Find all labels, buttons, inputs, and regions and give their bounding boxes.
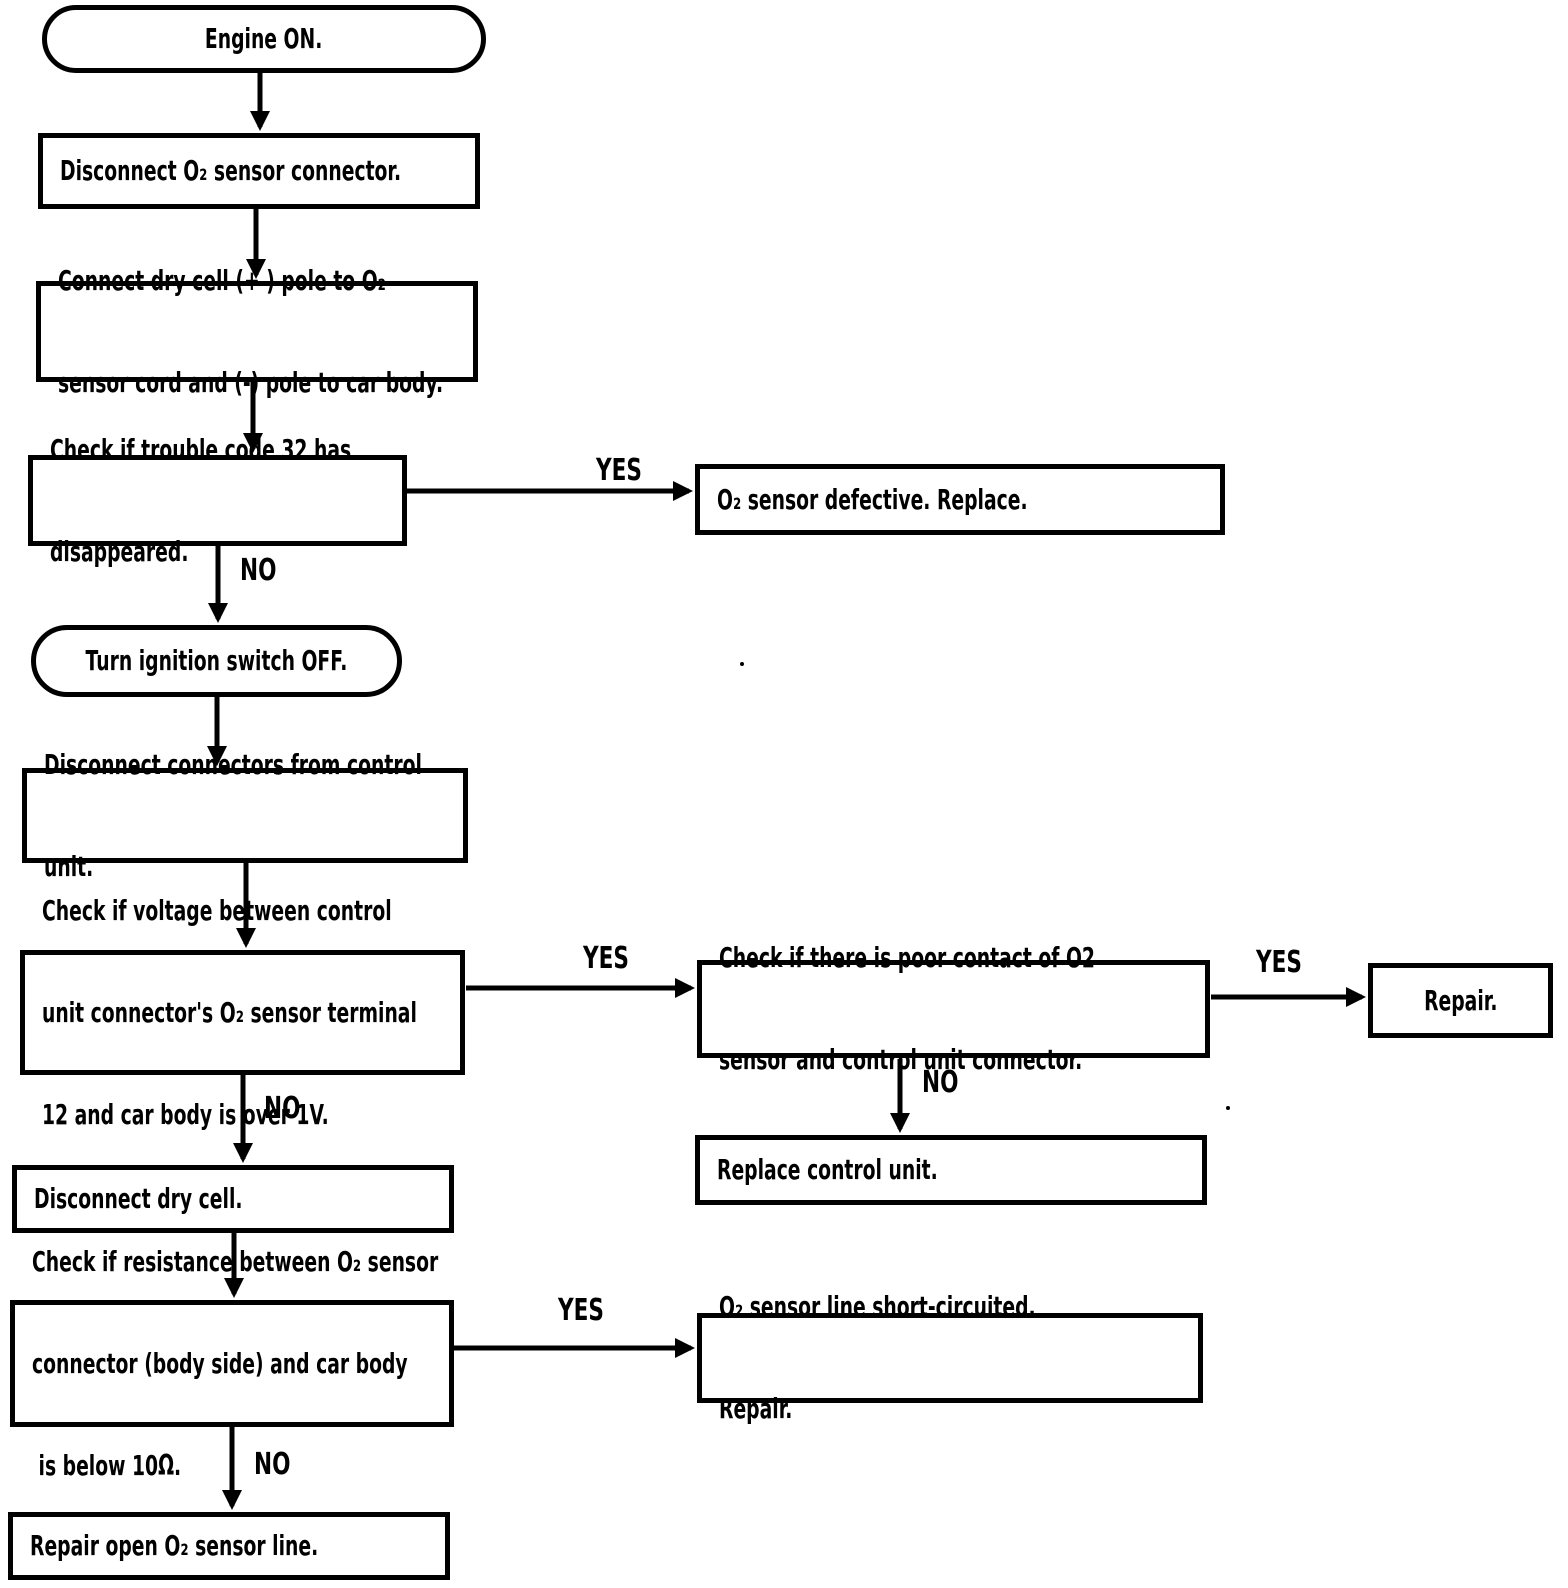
node-check-code-32: Check if trouble code 32 has disappeared…	[28, 433, 407, 568]
scan-speck	[1226, 1106, 1230, 1110]
node-disconnect-o2-connector: Disconnect O₂ sensor connector.	[38, 133, 480, 209]
node-text: Disconnect dry cell.	[34, 1182, 243, 1215]
node-disconnect-connectors: Disconnect connectors from control unit.	[22, 748, 468, 883]
edge-label-no-code32: NO	[240, 553, 277, 588]
node-text: O₂ sensor line short-circuited. Repair.	[719, 1290, 1036, 1425]
edge-label-no-voltage: NO	[264, 1091, 301, 1126]
edge-label-no-poor-contact: NO	[922, 1065, 959, 1100]
node-text: Disconnect connectors from control unit.	[44, 747, 422, 883]
node-engine-on: Engine ON.	[42, 5, 486, 73]
node-check-resistance: Check if resistance between O₂ sensor co…	[10, 1245, 454, 1482]
node-text: Turn ignition switch OFF.	[85, 644, 348, 677]
node-repair: Repair.	[1368, 963, 1553, 1038]
node-text: Check if there is poor contact of O2 sen…	[719, 941, 1095, 1076]
scan-speck	[740, 662, 744, 666]
node-connect-dry-cell: Connect dry cell (+ ) pole to O₂ sensor …	[36, 264, 478, 399]
edge-label-no-resistance: NO	[254, 1447, 291, 1482]
node-short-circuited: O₂ sensor line short-circuited. Repair.	[697, 1290, 1203, 1425]
node-text: Engine ON.	[205, 22, 323, 55]
node-text: Check if voltage between control unit co…	[42, 893, 417, 1131]
node-disconnect-dry-cell: Disconnect dry cell.	[12, 1165, 454, 1233]
node-text: Repair.	[1423, 983, 1498, 1017]
node-text: Repair open O₂ sensor line.	[30, 1529, 319, 1562]
edge-label-yes-resistance: YES	[558, 1293, 604, 1328]
node-text: Replace control unit.	[717, 1153, 938, 1186]
node-turn-ignition-off: Turn ignition switch OFF.	[31, 625, 402, 697]
node-text: Check if trouble code 32 has disappeared…	[50, 432, 352, 568]
node-text: O₂ sensor defective. Replace.	[717, 482, 1028, 516]
edge-label-yes-poor-contact: YES	[1256, 945, 1302, 980]
node-text: Disconnect O₂ sensor connector.	[60, 154, 402, 187]
node-poor-contact: Check if there is poor contact of O2 sen…	[697, 941, 1210, 1076]
node-text: Connect dry cell (+ ) pole to O₂ sensor …	[58, 263, 444, 399]
node-replace-control-unit: Replace control unit.	[695, 1135, 1207, 1205]
node-text: Check if resistance between O₂ sensor co…	[32, 1244, 439, 1482]
node-o2-sensor-defective: O₂ sensor defective. Replace.	[695, 464, 1225, 535]
edge-label-yes-code32: YES	[596, 453, 642, 488]
edge-label-yes-voltage: YES	[583, 941, 629, 976]
node-repair-open-line: Repair open O₂ sensor line.	[8, 1512, 450, 1580]
node-check-voltage: Check if voltage between control unit co…	[20, 894, 465, 1131]
